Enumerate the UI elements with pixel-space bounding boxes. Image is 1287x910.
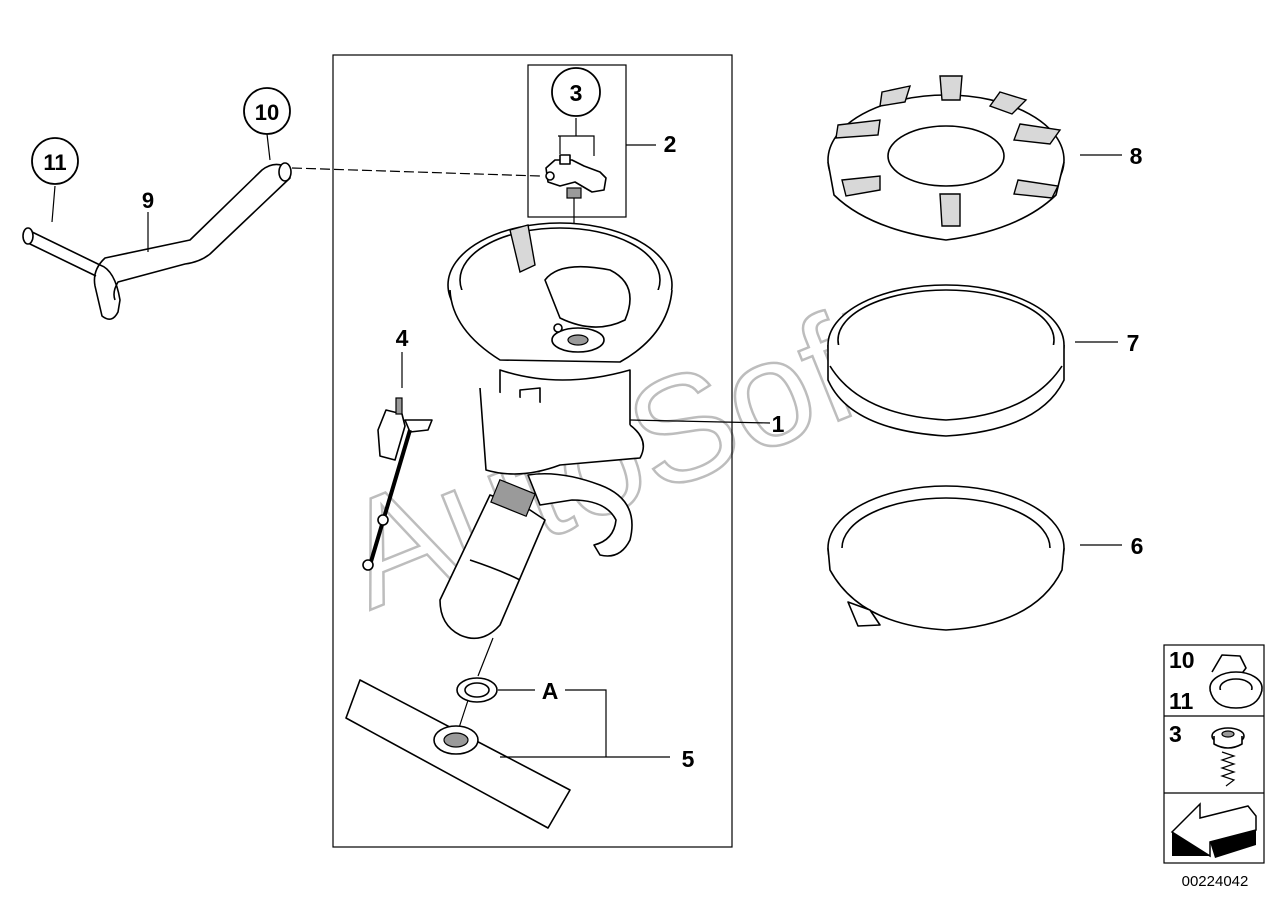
callout-4: 4 — [396, 325, 409, 351]
callout-6: 6 — [1131, 533, 1144, 559]
fuel-hose — [22, 162, 292, 320]
legend-label-11: 11 — [1169, 688, 1194, 714]
callout-7: 7 — [1127, 330, 1140, 356]
screw-icon — [1211, 727, 1245, 787]
gasket-ring — [827, 284, 1065, 437]
callout-9: 9 — [142, 188, 154, 213]
hose-clamp-icon — [1209, 654, 1263, 709]
legend-label-3: 3 — [1169, 721, 1182, 747]
pressure-regulator — [545, 154, 607, 199]
callout-circle-10 — [243, 87, 291, 135]
callout-1: 1 — [772, 411, 785, 437]
sealing-ring — [456, 677, 498, 703]
callout-5: 5 — [682, 746, 695, 772]
callout-10: 10 — [255, 100, 279, 125]
callout-circle-3 — [551, 67, 601, 117]
cap-nut — [827, 75, 1065, 241]
subassembly-frame — [527, 64, 627, 218]
diagram-number: 00224042 — [1182, 873, 1249, 890]
assembly-frame — [332, 54, 733, 848]
callout-circle-11 — [31, 137, 79, 185]
callout-8: 8 — [1130, 143, 1143, 169]
legend-label-10: 10 — [1169, 647, 1195, 673]
clamping-ring — [827, 485, 1065, 631]
callout-A: A — [542, 678, 559, 704]
fuel-pump-unit — [439, 222, 673, 741]
suction-filter — [345, 679, 571, 829]
arrow-icon — [1170, 802, 1257, 858]
callout-2: 2 — [664, 131, 677, 157]
legend-panel: 10 11 3 — [1163, 644, 1265, 864]
callout-11: 11 — [43, 150, 66, 175]
level-sensor — [362, 397, 433, 571]
callout-3: 3 — [570, 80, 583, 106]
